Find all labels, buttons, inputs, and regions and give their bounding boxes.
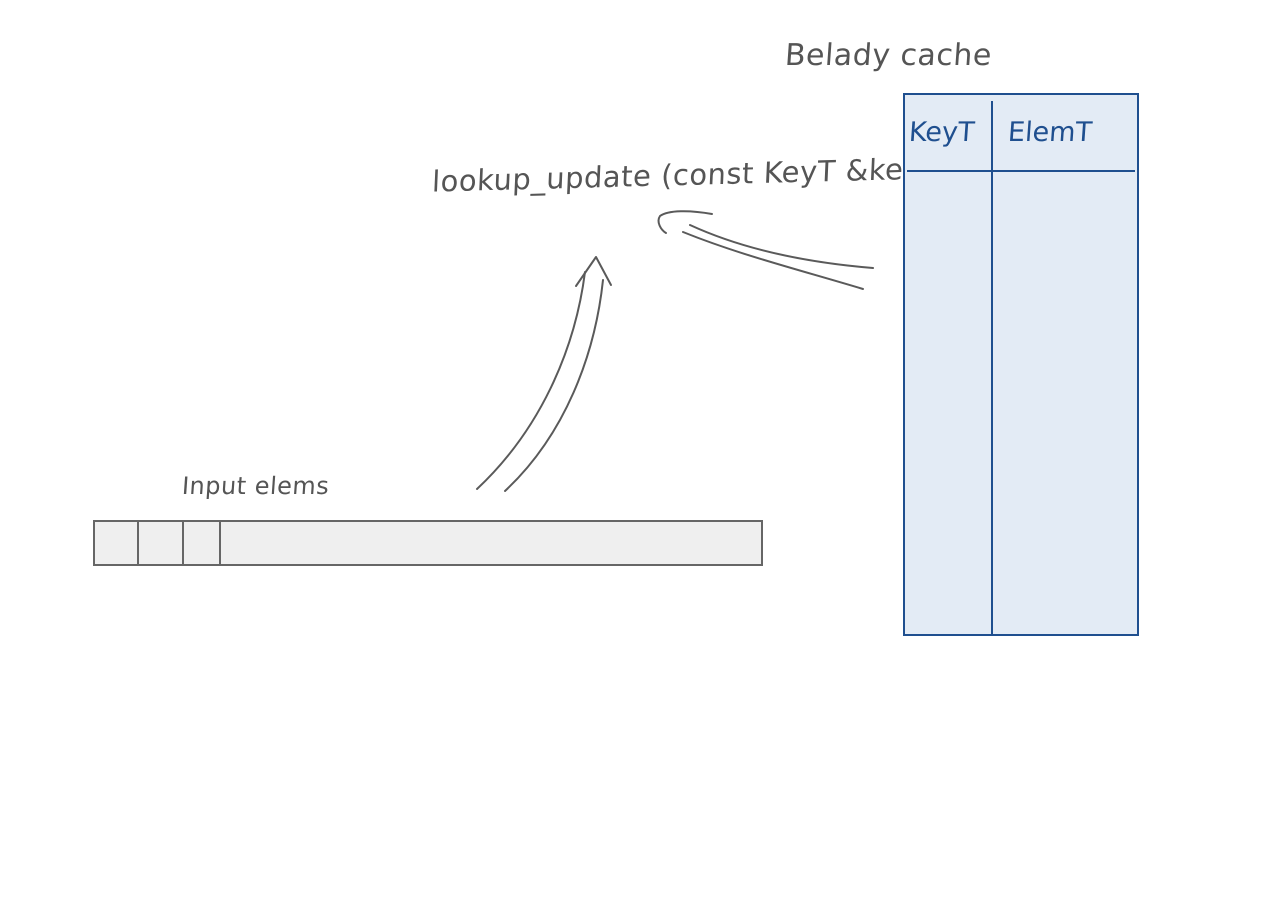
arrow-shaft-left — [476, 271, 586, 490]
cache-header-divider — [907, 170, 1135, 172]
input-cell — [139, 522, 184, 564]
cache-column-divider — [991, 101, 993, 636]
input-cell — [184, 522, 221, 564]
input-cell — [95, 522, 139, 564]
arrow-head — [657, 210, 713, 234]
arrow-shaft-right — [504, 279, 604, 492]
arrow-shaft-top — [689, 224, 874, 269]
arrow-shaft-bottom — [682, 231, 864, 290]
cache-table: KeyT ElemT — [903, 93, 1139, 636]
arrow-head — [575, 256, 612, 287]
input-to-function-arrow — [476, 256, 612, 492]
cache-to-function-arrow — [657, 210, 874, 290]
input-array — [93, 520, 763, 566]
